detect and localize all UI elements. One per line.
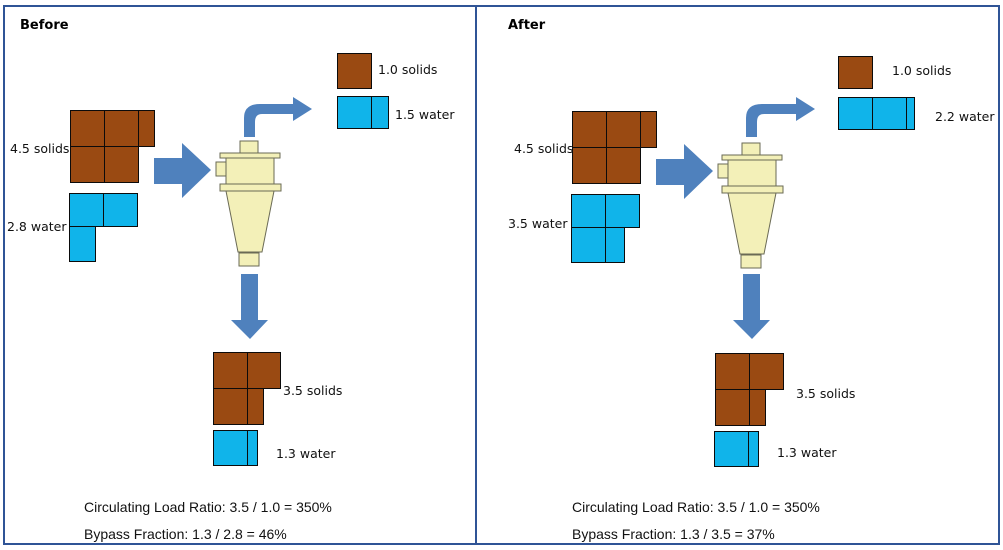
before-feed-solids-label: 4.5 solids [10,141,70,156]
solids-block [606,147,641,184]
solids-block-partial [640,111,657,148]
after-underflow-arrow [733,274,770,339]
solids-block [715,353,750,390]
before-overflow-solids-label: 1.0 solids [378,62,438,77]
solids-block [213,388,248,425]
water-block [103,193,138,227]
water-block [714,431,749,467]
solids-block [606,111,641,148]
solids-block [572,111,607,148]
after-overflow-solids-block [838,56,873,89]
before-overflow-water-label: 1.5 water [395,107,455,122]
after-feed-arrow [656,144,713,199]
before-bypass-fraction: Bypass Fraction: 1.3 / 2.8 = 46% [84,526,287,542]
water-block-partial [247,430,258,466]
after-underflow-water-label: 1.3 water [777,445,837,460]
after-feed-water-label: 3.5 water [508,216,568,231]
solids-block [247,352,281,389]
before-feed-water-label: 2.8 water [7,219,67,234]
solids-block-partial [749,389,766,426]
before-feed-arrow [154,143,211,198]
solids-block-partial [247,388,264,425]
before-underflow-solids-label: 3.5 solids [283,383,343,398]
solids-block [715,389,750,426]
before-overflow-solids-block [337,53,372,89]
before-cyclone-icon [215,140,282,267]
after-feed-solids-label: 4.5 solids [514,141,574,156]
water-block [571,227,606,263]
before-underflow-arrow [231,274,268,339]
water-block-partial [748,431,759,467]
before-title: Before [20,18,69,33]
after-cyclone-icon [717,142,784,269]
before-circulating-load: Circulating Load Ratio: 3.5 / 1.0 = 350% [84,499,332,515]
solids-block-partial [138,110,155,147]
after-overflow-solids-label: 1.0 solids [892,63,952,78]
solids-block [104,146,139,183]
after-title: After [508,18,546,33]
water-block-partial [69,226,96,262]
after-bypass-fraction: Bypass Fraction: 1.3 / 3.5 = 37% [572,526,775,542]
after-overflow-arrow [746,97,815,137]
water-block-partial [371,96,389,129]
water-block-partial [605,227,625,263]
solids-block [572,147,607,184]
water-block [872,97,907,130]
water-block-partial [906,97,915,130]
before-underflow-water-label: 1.3 water [276,446,336,461]
before-overflow-arrow [244,97,312,137]
water-block [605,194,640,228]
solids-block [749,353,784,390]
water-block [838,97,873,130]
after-underflow-solids-label: 3.5 solids [796,386,856,401]
after-overflow-water-label: 2.2 water [935,109,995,124]
after-circulating-load: Circulating Load Ratio: 3.5 / 1.0 = 350% [572,499,820,515]
water-block [69,193,104,227]
